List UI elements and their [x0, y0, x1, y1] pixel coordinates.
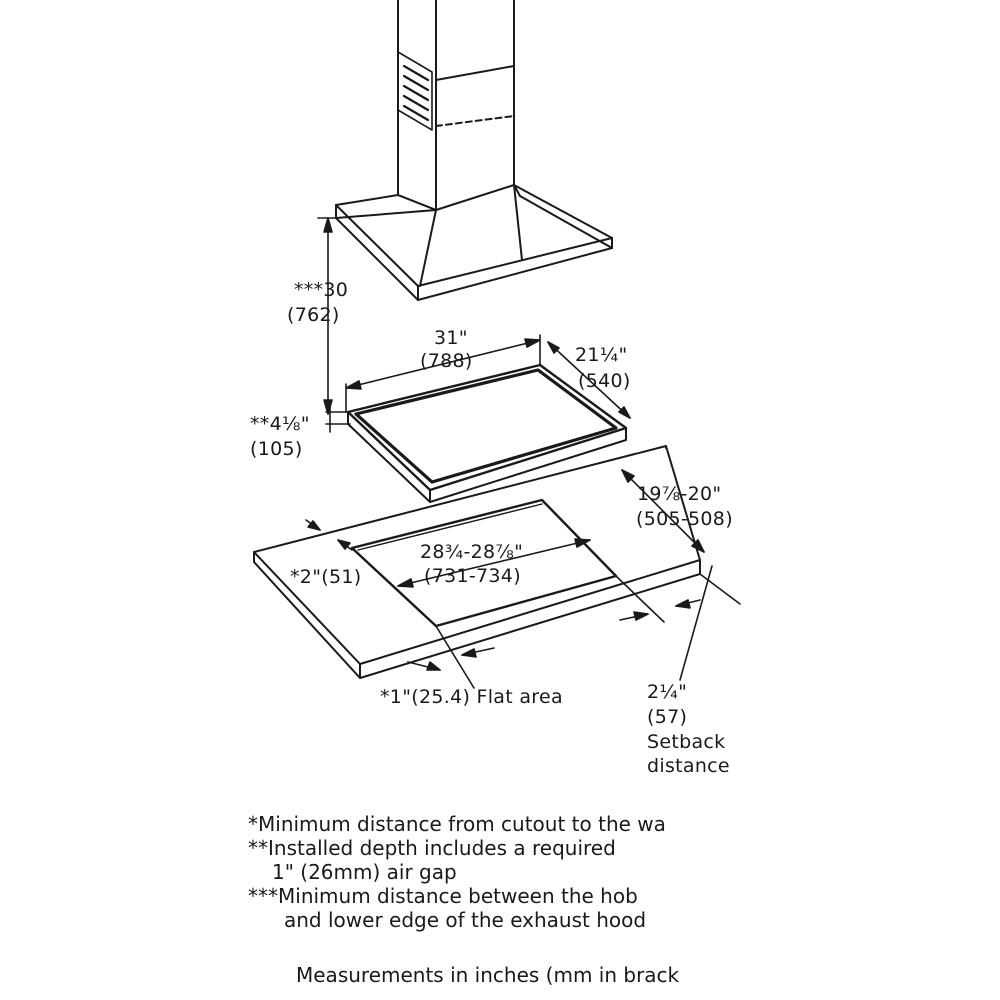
label-setback-mm: (57): [647, 706, 688, 728]
note-hob-hood-distance: ***Minimum distance between the hob: [248, 884, 638, 908]
measurements-footer: Measurements in inches (mm in brack: [296, 963, 680, 987]
note-air-gap: 1" (26mm) air gap: [272, 860, 457, 884]
label-hob-width-inches: 31": [434, 327, 468, 349]
label-side-clearance: *2"(51): [290, 566, 362, 588]
dimension-cutout-depth: [621, 469, 705, 553]
dimension-hood-height: [317, 217, 339, 415]
label-installed-depth-mm: (105): [250, 438, 303, 460]
notes-block: *Minimum distance from cutout to the wa …: [248, 812, 1000, 932]
note-exhaust-hood-edge: and lower edge of the exhaust hood: [284, 908, 647, 932]
label-cutout-depth-mm: (505-508): [636, 508, 733, 530]
vent-grille: [402, 64, 430, 122]
hob: [346, 363, 628, 503]
label-hob-width-mm: (788): [420, 350, 473, 372]
dimension-installed-depth: [325, 403, 351, 433]
dimension-cutout-width: [397, 538, 591, 588]
note-installed-depth: **Installed depth includes a required: [248, 836, 616, 860]
label-setback-word: Setback: [647, 731, 726, 753]
label-setback-inches: 2¼": [647, 681, 688, 703]
label-setback-distance: distance: [647, 755, 730, 777]
dimension-hob-depth: [547, 341, 631, 419]
label-hood-height-mm: (762): [287, 304, 340, 326]
label-hob-depth-inches: 21¼": [575, 344, 628, 366]
label-installed-depth-inches: **4⅛": [250, 413, 310, 435]
label-hood-height-inches: ***30: [294, 279, 349, 301]
label-cutout-width-inches: 28¾-28⅞": [420, 541, 524, 563]
note-cutout-wall: *Minimum distance from cutout to the wa: [248, 812, 666, 836]
dimension-side-clearance: [305, 519, 353, 551]
dimension-hob-width: [345, 334, 541, 413]
label-cutout-depth-inches: 19⅞-20": [637, 483, 722, 505]
dimension-setback: [615, 565, 741, 681]
label-hob-depth-mm: (540): [578, 370, 631, 392]
exhaust-hood: [335, 0, 613, 301]
label-flat-area: *1"(25.4) Flat area: [380, 686, 563, 708]
dimension-flat-area: [407, 625, 495, 689]
label-cutout-width-mm: (731-734): [424, 565, 521, 587]
